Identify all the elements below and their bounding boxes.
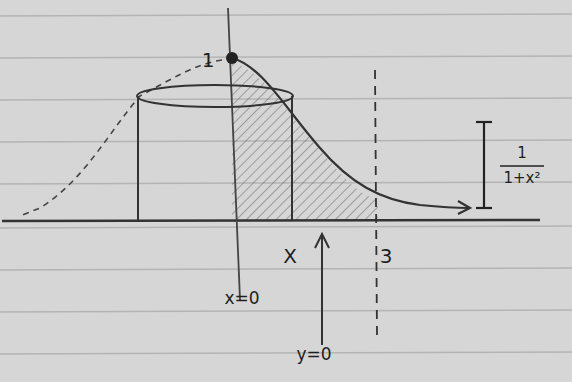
height-bracket: [476, 122, 492, 208]
boundary-line: [375, 70, 377, 335]
axis-equation: y=0: [296, 346, 331, 363]
bound-label: 3: [380, 246, 393, 266]
mirrored-curve: [20, 60, 222, 216]
axis-value: 1: [202, 50, 215, 70]
axis-equation: x=0: [224, 290, 259, 307]
pointer-arrow: [321, 236, 323, 345]
fraction-denominator: 1+x²: [503, 171, 540, 186]
curve: [232, 58, 468, 208]
ruled-lines: [0, 14, 572, 354]
fraction-bar: [500, 165, 544, 167]
x-axis: [2, 220, 540, 221]
variable-label: X: [283, 246, 297, 266]
fraction-numerator: 1: [517, 146, 527, 161]
curve-arrowhead: [458, 201, 470, 214]
y-axis: [228, 8, 240, 300]
shell-top: [137, 85, 293, 107]
shell-right: [291, 96, 293, 221]
pointer-arrowhead: [315, 234, 329, 248]
point: [226, 52, 238, 64]
shell-left: [137, 96, 139, 221]
